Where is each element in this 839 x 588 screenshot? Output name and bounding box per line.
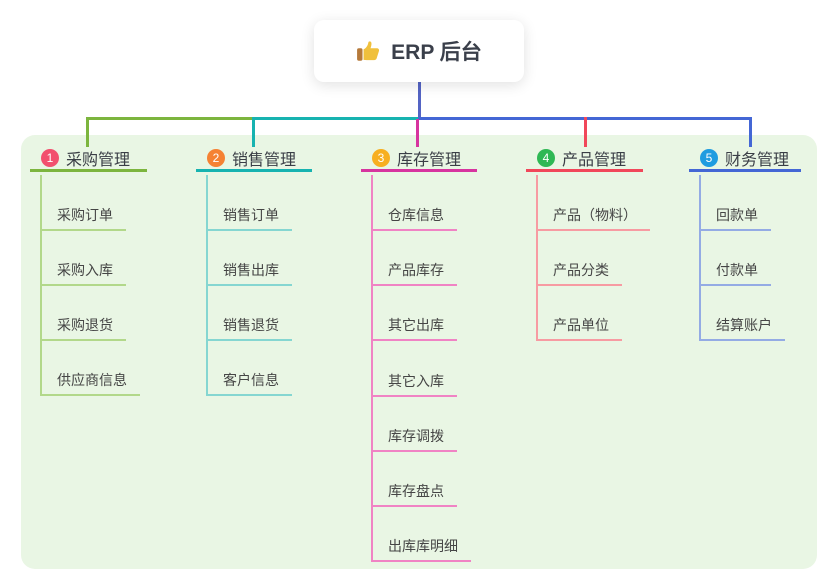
branch-child-connector [699,175,701,341]
child-node[interactable]: 付款单 [699,258,771,286]
connector-drop-purchase [86,117,89,147]
branch-number-badge: 2 [207,148,225,167]
branches-panel [21,135,817,569]
branch-title-product[interactable]: 4 产品管理 [526,146,643,172]
branch-number-badge: 1 [41,148,59,167]
connector-drop-finance [749,117,752,147]
branch-label: 销售管理 [232,151,297,169]
child-node[interactable]: 库存盘点 [371,479,457,507]
child-node[interactable]: 产品单位 [536,313,622,341]
branch-child-connector [536,175,538,341]
branch-label: 采购管理 [66,151,131,169]
branch-title-purchase[interactable]: 1 采购管理 [30,146,147,172]
child-node[interactable]: 销售退货 [206,313,292,341]
child-node[interactable]: 出库库明细 [371,534,471,562]
child-node[interactable]: 结算账户 [699,313,785,341]
child-node[interactable]: 客户信息 [206,368,292,396]
child-node[interactable]: 其它出库 [371,313,457,341]
branch-number-badge: 5 [700,148,718,167]
child-node[interactable]: 其它入库 [371,369,457,397]
root-label: ERP 后台 [391,41,482,64]
child-node[interactable]: 销售订单 [206,203,292,231]
branch-title-inventory[interactable]: 3 库存管理 [361,146,477,172]
child-node[interactable]: 采购订单 [40,203,126,231]
branch-title-sales[interactable]: 2 销售管理 [196,146,312,172]
child-node[interactable]: 回款单 [699,203,771,231]
root-connector-stem [418,82,421,120]
child-node[interactable]: 产品（物料） [536,203,650,231]
child-node[interactable]: 产品分类 [536,258,622,286]
child-node[interactable]: 供应商信息 [40,368,140,396]
root-node[interactable]: ERP 后台 [314,20,524,82]
connector-rail-purchase [86,117,254,120]
connector-drop-inventory [416,119,419,147]
branch-number-badge: 3 [372,148,390,167]
branch-label: 财务管理 [725,151,790,169]
branch-label: 产品管理 [562,151,627,169]
child-node[interactable]: 产品库存 [371,258,457,286]
branch-number-badge: 4 [537,148,555,167]
branch-child-connector [371,175,373,562]
connector-drop-sales [252,117,255,147]
child-node[interactable]: 销售出库 [206,258,292,286]
connector-rail-sales [252,117,419,120]
child-node[interactable]: 采购入库 [40,258,126,286]
branch-label: 库存管理 [397,151,462,169]
connector-drop-product [584,117,587,147]
child-node[interactable]: 采购退货 [40,313,126,341]
branch-title-finance[interactable]: 5 财务管理 [689,146,801,172]
thumbs-up-icon [356,38,382,64]
child-node[interactable]: 库存调拨 [371,424,457,452]
child-node[interactable]: 仓库信息 [371,203,457,231]
